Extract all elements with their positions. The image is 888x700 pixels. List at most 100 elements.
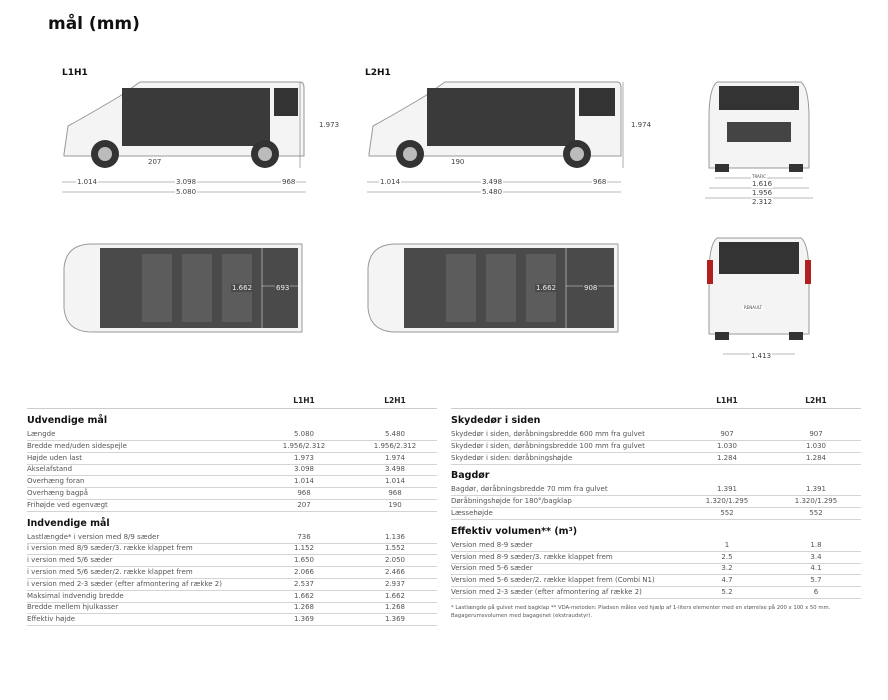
row-value: 2.537 xyxy=(293,579,315,588)
l1h1-rear-space: 693 xyxy=(275,284,291,292)
table-header: L1H1 L2H1 xyxy=(27,396,437,409)
l2h1-height: 1.974 xyxy=(630,121,653,129)
table-header: L1H1 L2H1 xyxy=(451,396,861,409)
l2h1-cargo-width: 1.662 xyxy=(535,284,558,292)
table-row: i version med 2-3 sæder (efter afmonteri… xyxy=(27,579,437,591)
l1h1-rear-overhang: 968 xyxy=(281,178,297,186)
row-value: 1.650 xyxy=(293,556,315,565)
row-label: Version med 5-6 sæder xyxy=(451,564,533,573)
l2h1-rear-space: 908 xyxy=(583,284,599,292)
row-value: 1.030 xyxy=(716,441,738,450)
l2h1-ground-clearance: 190 xyxy=(450,158,466,166)
row-value: 1.284 xyxy=(716,453,738,462)
l2h1-rear-overhang: 968 xyxy=(592,178,608,186)
l1h1-height: 1.973 xyxy=(318,121,341,129)
footnote: * Lastlængde på gulvet med bagklap ** VD… xyxy=(451,605,831,619)
l2h1-wheelbase: 3.498 xyxy=(481,178,504,186)
table-row: Bagdør, døråbningsbredde 70 mm fra gulve… xyxy=(451,484,861,497)
row-value: 1.369 xyxy=(293,615,315,624)
row-label: Bagdør, døråbningsbredde 70 mm fra gulve… xyxy=(451,485,608,494)
table-row: i version med 8/9 sæder/3. række klappet… xyxy=(27,543,437,556)
row-value: 1.030 xyxy=(805,441,827,450)
l1h1-top-view xyxy=(63,243,303,333)
l2h1-front-overhang: 1.014 xyxy=(379,178,402,186)
row-label: Frihøjde ved egenvægt xyxy=(27,500,108,509)
row-value: 4.1 xyxy=(810,564,822,573)
l1h1-cargo-width: 1.662 xyxy=(231,284,254,292)
row-value: 1.974 xyxy=(384,453,406,462)
table-row: Version med 8-9 sæder/3. række klappet f… xyxy=(451,552,861,564)
row-label: Version med 5-6 sæder/2. række klappet f… xyxy=(451,576,655,585)
row-value: 968 xyxy=(297,489,311,497)
l1h1-front-overhang: 1.014 xyxy=(76,178,99,186)
row-value: 1.014 xyxy=(384,477,406,486)
row-value: 190 xyxy=(388,500,402,509)
row-value: 1.662 xyxy=(384,591,406,600)
column-header: L1H1 xyxy=(716,396,738,405)
l1h1-side-view xyxy=(62,81,306,193)
section-title: Bagdør xyxy=(451,470,490,482)
row-value: 1.369 xyxy=(384,615,406,624)
row-value: 1.391 xyxy=(716,485,738,494)
front-view xyxy=(705,81,813,199)
front-track: 1.616 xyxy=(751,180,774,188)
l1h1-label: L1H1 xyxy=(62,68,88,78)
row-value: 1.014 xyxy=(293,477,315,486)
row-value: 2.050 xyxy=(384,556,406,565)
section-title: Indvendige mål xyxy=(27,517,110,529)
row-value: 4.7 xyxy=(721,576,733,585)
row-value: 1.391 xyxy=(805,485,827,494)
row-value: 1.136 xyxy=(384,532,406,541)
l1h1-length: 5.080 xyxy=(175,188,198,196)
table-row: Skydedør i siden, døråbningsbredde 600 m… xyxy=(451,429,861,441)
row-value: 2.5 xyxy=(721,552,733,561)
page-title: mål (mm) xyxy=(48,14,140,34)
l2h1-length: 5.480 xyxy=(481,188,504,196)
rear-wheel-arch-width: 1.413 xyxy=(750,352,773,360)
row-value: 1.268 xyxy=(293,603,315,612)
row-value: 1 xyxy=(724,540,730,549)
column-header: L2H1 xyxy=(805,396,827,405)
table-row: Version med 2-3 sæder (efter afmontering… xyxy=(451,587,861,599)
row-value: 552 xyxy=(720,509,734,517)
row-value: 1.662 xyxy=(293,591,315,600)
front-width-mirrors: 2.312 xyxy=(751,198,774,206)
column-header: L1H1 xyxy=(293,396,315,405)
row-label: Bredde mellem hjulkasser xyxy=(27,603,119,612)
row-label: Bredde med/uden sidespejle xyxy=(27,441,127,450)
row-value: 1.552 xyxy=(384,544,406,553)
row-value: 3.4 xyxy=(810,552,822,561)
row-label: i version med 2-3 sæder (efter afmonteri… xyxy=(27,579,222,588)
row-value: 5.080 xyxy=(293,430,315,438)
row-value: 5.7 xyxy=(810,576,822,585)
row-value: 3.098 xyxy=(293,465,315,474)
row-value: 1.284 xyxy=(805,453,827,462)
table-row: Effektiv højde 1.369 1.369 xyxy=(27,614,437,627)
row-value: 1.268 xyxy=(384,603,406,612)
table-row: Version med 5-6 sæder/2. række klappet f… xyxy=(451,575,861,588)
row-value: 907 xyxy=(809,430,823,438)
row-label: Effektiv højde xyxy=(27,615,76,624)
row-value: 1.320/1.295 xyxy=(705,497,749,506)
row-value: 1.956/2.312 xyxy=(373,441,417,450)
row-label: i version med 5/6 sæder/2. række klappet… xyxy=(27,568,193,576)
row-label: Skydedør i siden: døråbningshøjde xyxy=(451,453,573,462)
row-value: 1.8 xyxy=(810,540,822,549)
row-label: Lastlængde* i version med 8/9 sæder xyxy=(27,532,160,541)
l2h1-top-view xyxy=(367,243,619,333)
column-header: L2H1 xyxy=(384,396,406,405)
row-label: Akselafstand xyxy=(27,465,73,474)
row-label: Skydedør i siden, døråbningsbredde 600 m… xyxy=(451,430,645,438)
